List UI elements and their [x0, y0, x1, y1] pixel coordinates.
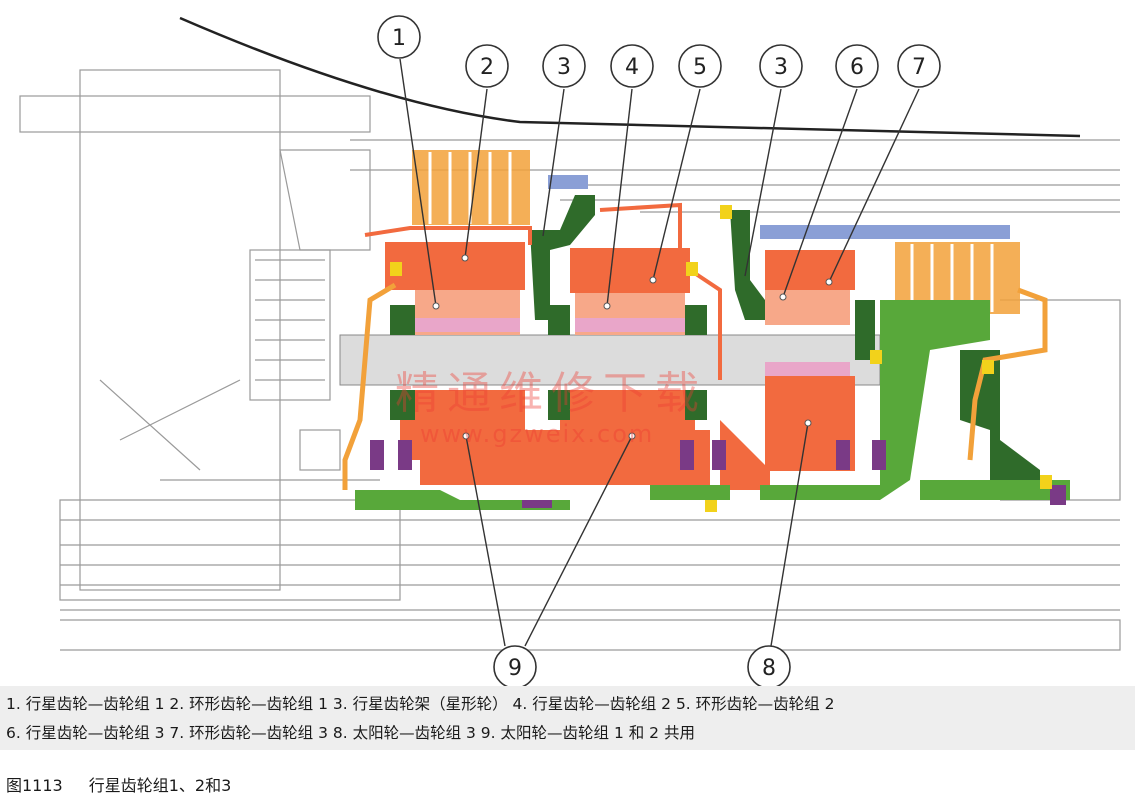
watermark-text: 精通维修下载 [395, 368, 707, 419]
callout-label-7: 7 [912, 55, 926, 80]
green-hubs [355, 300, 1070, 510]
bushings [390, 205, 1052, 512]
callout-circle-4 [610, 44, 654, 88]
legend-line-1: 1. 行星齿轮—齿轮组 1 2. 环形齿轮—齿轮组 1 3. 行星齿轮架（星形轮… [6, 695, 835, 713]
callout-label-8: 8 [762, 656, 776, 681]
piston-outlines [364, 202, 722, 380]
callout-group: 1 2 3 4 5 3 6 7 9 8 [377, 15, 941, 686]
blue-retainer-right [760, 225, 1010, 239]
callout-circle-7 [897, 44, 941, 88]
callout-circle-3b [759, 44, 803, 88]
callout-label-1: 1 [392, 26, 406, 51]
gear-markers [432, 254, 833, 440]
clutch-pack-left [412, 150, 530, 225]
callout-circle-9 [493, 645, 537, 686]
figure-number: 图1113 [6, 776, 63, 795]
figure-title: 行星齿轮组1、2和3 [88, 776, 232, 795]
leader-lines [399, 58, 920, 647]
planetary-gearset-diagram: 1 2 3 4 5 3 6 7 9 8 精通维修下载 www.gzweix.co… [19, 15, 1121, 686]
callout-circle-5 [678, 44, 722, 88]
callout-label-2: 2 [480, 55, 494, 80]
callout-circle-6 [835, 44, 879, 88]
seals [370, 440, 1066, 508]
callout-label-4: 4 [625, 55, 639, 80]
ring-gear-1 [385, 242, 525, 290]
callout-label-3a: 3 [557, 55, 571, 80]
planet-gear-3 [765, 290, 850, 325]
ring-gear-2 [570, 248, 690, 293]
watermark-url: www.gzweix.com [420, 420, 654, 448]
ring-gear-3 [765, 250, 855, 290]
legend-line-2: 6. 行星齿轮—齿轮组 3 7. 环形齿轮—齿轮组 3 8. 太阳轮—齿轮组 3… [6, 724, 695, 742]
amber-lines [342, 282, 1048, 490]
callout-circle-1 [377, 15, 421, 59]
callout-circle-2 [465, 44, 509, 88]
callout-label-6: 6 [850, 55, 864, 80]
callout-label-3b: 3 [774, 55, 788, 80]
callout-circle-8 [747, 645, 791, 686]
callout-circle-3a [542, 44, 586, 88]
blue-retainer-left [548, 175, 588, 189]
callout-label-5: 5 [693, 55, 707, 80]
legend-box: 1. 行星齿轮—齿轮组 1 2. 环形齿轮—齿轮组 1 3. 行星齿轮架（星形轮… [0, 686, 1135, 750]
callout-label-9: 9 [508, 656, 522, 681]
sun-gear-1-2 [420, 430, 710, 485]
figure-caption: 图1113 行星齿轮组1、2和3 [6, 772, 257, 796]
